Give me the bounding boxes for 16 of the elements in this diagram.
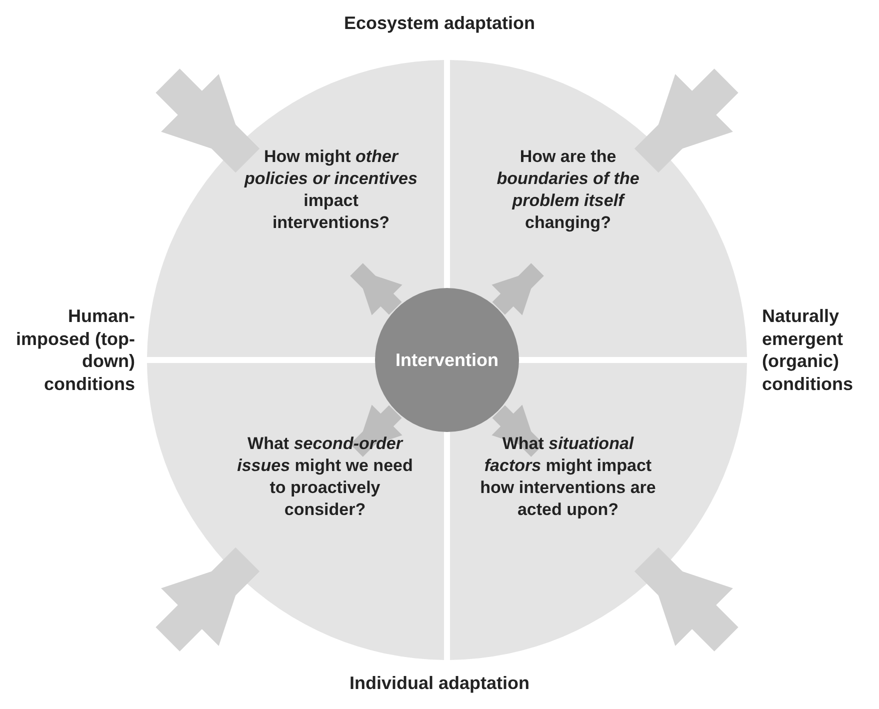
arrow — [156, 547, 260, 652]
question-text: How might other policies or incentives impact interventions? — [243, 146, 418, 234]
axis-label: Ecosystem adaptation — [342, 12, 536, 34]
arrow — [634, 68, 738, 173]
arrow — [350, 263, 402, 316]
arrow — [350, 404, 402, 457]
question-text: What situational factors might impact how interventions are acted upon? — [480, 433, 656, 522]
question-text: What second-order issues might we need to proactively consider? — [237, 433, 413, 522]
question-text: How are the boundaries of the problem itself changing? — [496, 146, 640, 234]
axis-label: Individual adaptation — [348, 672, 530, 694]
axis-label: Naturally emergent (organic) conditions — [762, 305, 854, 395]
arrow — [156, 68, 260, 173]
arrow — [492, 404, 544, 457]
arrow — [634, 547, 738, 652]
arrow — [492, 263, 544, 316]
axis-label: Human-imposed (top-down) conditions — [15, 305, 135, 395]
